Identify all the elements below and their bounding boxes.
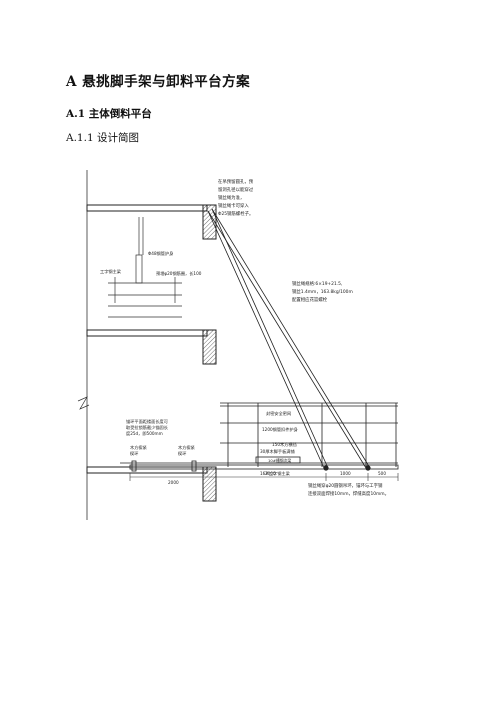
note-top: 在吊预留圆孔，预 留洞孔径以能穿过 钢丝绳为准， 钢丝绳卡可穿入 Φ25钢筋螺栓…	[218, 178, 254, 217]
label-pipe-steel: Φ48钢管护身	[148, 250, 173, 257]
subsection-heading: A.1 主体倒料平台	[66, 108, 152, 120]
subsubsection-heading: A.1.1 设计简图	[66, 132, 139, 144]
dim-right1: 1000	[340, 471, 351, 476]
platform-design-drawing: Φ48钢管护身 工字钢主梁 预埋φ20钢筋圈，长100 在吊预留圆孔，预 留洞孔…	[77, 170, 399, 520]
label-rail-mesh: 封密安全密网	[266, 410, 291, 417]
lower-floor-slab	[86, 466, 217, 502]
svg-text:钢丝绳为准，: 钢丝绳为准，	[218, 194, 244, 201]
beam-detail	[108, 217, 182, 318]
label-board: 30厚木脚手板满铺	[260, 448, 295, 455]
wire-ropes	[207, 208, 371, 469]
svg-text:留洞孔径以能穿过: 留洞孔径以能穿过	[218, 186, 254, 193]
anchor-note: 锚环平面距楼面长度可 取受拉锁筋截少锚固长 度25d，即500mm	[126, 418, 169, 437]
svg-text:钢丝绳卡可穿入: 钢丝绳卡可穿入	[218, 202, 249, 209]
svg-text:连接双面焊接10mm，焊缝高度10mm。: 连接双面焊接10mm，焊缝高度10mm。	[308, 490, 389, 497]
label-anchor-bolt2: 楔环	[130, 450, 138, 457]
svg-text:锚环平面距楼面长度可: 锚环平面距楼面长度可	[126, 418, 168, 425]
label-anchor-wood: 木方楔紧	[130, 444, 147, 451]
note-bottom: 钢丝绳穿φ20圆钢吊环，锚环与工字钢 连接双面焊接10mm，焊缝高度10mm。	[308, 482, 389, 497]
platform-railing	[220, 402, 398, 467]
middle-floor-slab	[86, 329, 217, 365]
dim-left: 2000	[168, 480, 179, 485]
dim-right2: 500	[378, 471, 386, 476]
svg-text:配置相应花篮螺栓: 配置相应花篮螺栓	[292, 296, 328, 303]
svg-text:钢丝绳穿φ20圆钢吊环，锚环与工字钢: 钢丝绳穿φ20圆钢吊环，锚环与工字钢	[308, 482, 383, 489]
section-heading: A 悬挑脚手架与卸料平台方案	[66, 74, 251, 90]
label-anchor-bolt-ring: 楔环	[178, 450, 186, 457]
svg-text:在吊预留圆孔，预: 在吊预留圆孔，预	[218, 178, 254, 185]
dim-mid: 2000	[265, 471, 276, 476]
label-embedded: 预埋φ20钢筋圈，长100	[156, 270, 202, 277]
label-rail-pipe: 1200钢管扣件护身	[262, 426, 298, 433]
label-tube: 150木方横挡	[272, 441, 297, 448]
svg-text:度25d，即500mm: 度25d，即500mm	[126, 430, 163, 437]
platform-deck	[120, 456, 399, 470]
anchor-pins	[131, 460, 371, 472]
svg-text:钢丝1.4mm，163.8kg/100m: 钢丝1.4mm，163.8kg/100m	[292, 288, 353, 295]
label-anchor-bolt: 木方楔紧	[178, 444, 195, 451]
dimension-line	[129, 473, 399, 481]
note-wire: 钢丝绳规格:6×19+21.5, 钢丝1.4mm，163.8kg/100m 配置…	[292, 280, 353, 303]
svg-text:取受拉锁筋截少锚固长: 取受拉锁筋截少锚固长	[126, 424, 169, 431]
label-main-beam: 16#工字钢主梁	[260, 470, 291, 477]
break-mark	[77, 396, 90, 410]
label-channel-small: 10#槽钢次梁	[268, 458, 291, 463]
svg-text:Φ25钢筋螺栓子。: Φ25钢筋螺栓子。	[218, 210, 253, 217]
upper-floor-slab	[86, 204, 217, 240]
label-i-beam: 工字钢主梁	[100, 268, 122, 275]
svg-text:钢丝绳规格:6×19+21.5,: 钢丝绳规格:6×19+21.5,	[292, 280, 342, 287]
